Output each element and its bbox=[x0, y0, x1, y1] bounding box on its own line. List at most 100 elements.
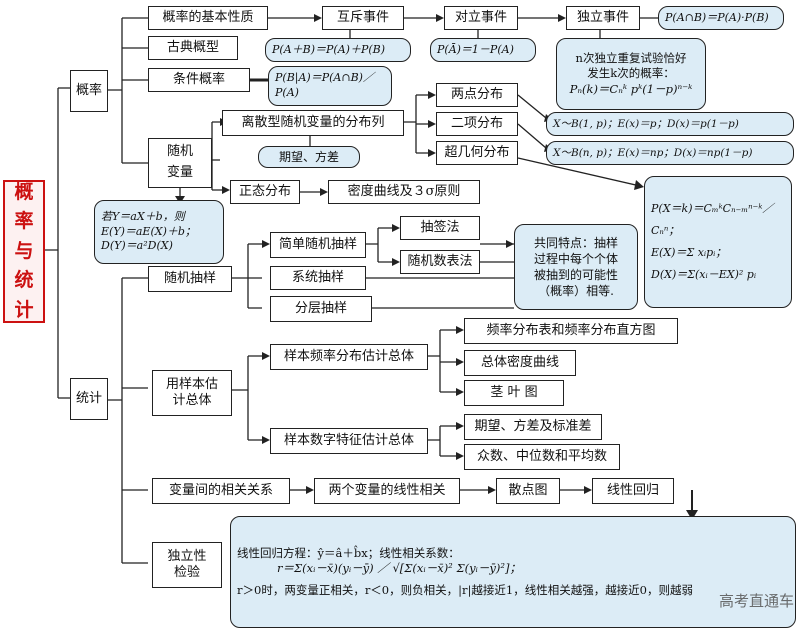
node-statistics: 统计 bbox=[70, 378, 108, 420]
common-feature-line-2: 过程中每个个体 bbox=[533, 251, 618, 266]
node-density-curve: 密度曲线及３σ原则 bbox=[328, 180, 480, 204]
formula-hyper-line-3: D(X)＝Σ(xᵢ－EX)² pᵢ bbox=[651, 268, 757, 281]
formula-independent: P(A∩B)＝P(A)·P(B) bbox=[658, 6, 784, 30]
node-normal-label: 正态分布 bbox=[238, 184, 291, 200]
node-random-number-table-label: 随机数表法 bbox=[407, 254, 473, 270]
node-stratified-label: 分层抽样 bbox=[294, 301, 347, 317]
node-random-sampling-label: 随机抽样 bbox=[163, 271, 216, 287]
node-two-point-distribution: 两点分布 bbox=[436, 83, 518, 107]
node-opposite-events-label: 对立事件 bbox=[454, 10, 507, 26]
node-opposite-events: 对立事件 bbox=[444, 6, 518, 30]
node-independent-events-label: 独立事件 bbox=[576, 10, 629, 26]
node-density-curve-total-label: 总体密度曲线 bbox=[480, 355, 559, 371]
node-independent-events: 独立事件 bbox=[566, 6, 640, 30]
node-frequency-table-label: 频率分布表和频率分布直方图 bbox=[486, 323, 656, 339]
formula-n-repeated-trials: n次独立重复试验恰好 发生k次的概率： Pₙ(k)＝Cₙᵏ pᵏ(1－p)ⁿ⁻ᵏ bbox=[556, 38, 706, 110]
formula-two-point: X～B(1, p)；E(x)＝p；D(x)＝p(1－p) bbox=[546, 112, 794, 136]
node-scatter-plot: 散点图 bbox=[496, 478, 560, 504]
n-repeated-line-1: n次独立重复试验恰好 bbox=[575, 50, 687, 65]
common-feature-line-1: 共同特点：抽样 bbox=[533, 235, 618, 250]
formula-binomial: X～B(n, p)；E(x)＝np；D(x)＝np(1－p) bbox=[546, 141, 794, 165]
node-evs: 期望、方差及标准差 bbox=[464, 414, 602, 440]
node-numeric-features: 样本数字特征估计总体 bbox=[270, 428, 428, 454]
formula-linear-line-3: D(Y)＝a²D(X) bbox=[101, 239, 173, 253]
node-sample-estimate-line-1: 用样本估 bbox=[165, 377, 218, 393]
node-systematic-sampling: 系统抽样 bbox=[270, 266, 366, 290]
node-stem-leaf: 茎 叶 图 bbox=[464, 380, 564, 406]
node-scatter-plot-label: 散点图 bbox=[508, 483, 548, 499]
node-independence-line-2: 检验 bbox=[173, 565, 200, 580]
node-basic-properties: 概率的基本性质 bbox=[148, 6, 268, 30]
node-hypergeometric-distribution: 超几何分布 bbox=[436, 141, 518, 165]
node-expectation-variance: 期望、方差 bbox=[258, 146, 360, 168]
node-simple-random-sampling-label: 简单随机抽样 bbox=[278, 237, 357, 253]
node-density-curve-label: 密度曲线及３σ原则 bbox=[347, 184, 461, 200]
node-random-variable: 随机变量 bbox=[148, 138, 212, 188]
node-classical-model: 古典概型 bbox=[148, 36, 238, 60]
formula-hyper-line-1: P(X＝k)＝CₘᵏCₙ₋ₘⁿ⁻ᵏ／Cₙⁿ； bbox=[651, 202, 774, 237]
node-linear-regression-label: 线性回归 bbox=[606, 483, 659, 499]
node-random-sampling: 随机抽样 bbox=[148, 266, 232, 292]
formula-conditional: P(B|A)＝P(A∩B)／P(A) bbox=[268, 66, 392, 106]
node-sample-estimate-line-2: 计总体 bbox=[172, 393, 212, 408]
node-random-variable-label: 随机变量 bbox=[166, 144, 193, 180]
common-feature-line-3: 被抽到的可能性 bbox=[533, 268, 618, 282]
node-sample-estimate: 用样本估 计总体 bbox=[152, 370, 232, 416]
node-conditional-probability: 条件概率 bbox=[148, 68, 250, 92]
formula-two-point-text: X～B(1, p)；E(x)＝p；D(x)＝p(1－p) bbox=[553, 117, 739, 130]
root-char-5: 计 bbox=[14, 298, 34, 321]
node-correlation: 变量间的相关关系 bbox=[152, 478, 290, 504]
note-common-feature: 共同特点：抽样 过程中每个个体 被抽到的可能性 （概率）相等. bbox=[514, 224, 638, 310]
node-correlation-label: 变量间的相关关系 bbox=[168, 483, 273, 499]
formula-conditional-text: P(B|A)＝P(A∩B)／P(A) bbox=[275, 71, 374, 99]
node-stratified-sampling: 分层抽样 bbox=[270, 296, 372, 322]
node-two-point-label: 两点分布 bbox=[450, 87, 503, 103]
node-classical-model-label: 古典概型 bbox=[166, 40, 219, 56]
formula-binomial-text: X～B(n, p)；E(x)＝np；D(x)＝np(1－p) bbox=[553, 146, 753, 159]
node-two-variable-linear-label: 两个变量的线性相关 bbox=[328, 483, 446, 499]
formula-regression: 线性回归方程：ŷ＝â＋b̂x；线性相关系数： r＝Σ(xᵢ－x̄)(yᵢ－ȳ) … bbox=[230, 516, 796, 628]
root-char-3: 与 bbox=[14, 239, 34, 262]
node-probability: 概率 bbox=[70, 70, 108, 112]
formula-linear-line-2: E(Y)＝aE(X)＋b； bbox=[101, 224, 196, 238]
n-repeated-line-2: 发生k次的概率： bbox=[587, 66, 675, 81]
formula-opposite: P(Ā)＝1－P(A) bbox=[430, 38, 536, 62]
formula-opposite-text: P(Ā)＝1－P(A) bbox=[437, 42, 514, 56]
node-hypergeometric-label: 超几何分布 bbox=[444, 145, 510, 161]
node-binomial-label: 二项分布 bbox=[450, 116, 503, 132]
node-probability-label: 概率 bbox=[75, 83, 102, 99]
node-expectation-variance-label: 期望、方差 bbox=[278, 149, 339, 164]
node-normal-distribution: 正态分布 bbox=[230, 180, 300, 204]
node-mutex-events: 互斥事件 bbox=[322, 6, 404, 30]
root-char-4: 统 bbox=[14, 269, 34, 292]
node-frequency-distribution-label: 样本频率分布估计总体 bbox=[283, 349, 414, 365]
watermark: 高考直通车 bbox=[718, 592, 794, 610]
node-two-variable-linear: 两个变量的线性相关 bbox=[314, 478, 460, 504]
regression-line-2: r＝Σ(xᵢ－x̄)(yᵢ－ȳ) ／ √[Σ(xᵢ－x̄)² Σ(yᵢ－ȳ)²]… bbox=[277, 561, 521, 576]
node-mutex-events-label: 互斥事件 bbox=[336, 10, 389, 26]
node-frequency-table: 频率分布表和频率分布直方图 bbox=[464, 318, 678, 344]
node-basic-properties-label: 概率的基本性质 bbox=[162, 10, 254, 26]
formula-independent-text: P(A∩B)＝P(A)·P(B) bbox=[665, 10, 769, 24]
formula-linear-transform: 若Y＝aX＋b，则 E(Y)＝aE(X)＋b； D(Y)＝a²D(X) bbox=[94, 200, 224, 264]
node-mode-median-mean-label: 众数、中位数和平均数 bbox=[476, 449, 607, 465]
node-stem-leaf-label: 茎 叶 图 bbox=[490, 385, 538, 401]
formula-mutex-text: P(A＋B)＝P(A)＋P(B) bbox=[272, 42, 386, 56]
node-evs-label: 期望、方差及标准差 bbox=[474, 419, 592, 435]
node-independence-line-1: 独立性 bbox=[167, 549, 207, 565]
node-lottery-label: 抽签法 bbox=[420, 220, 460, 236]
node-conditional-probability-label: 条件概率 bbox=[172, 72, 225, 88]
node-lottery-method: 抽签法 bbox=[400, 216, 480, 240]
node-independence-test: 独立性 检验 bbox=[152, 542, 222, 588]
n-repeated-line-3: Pₙ(k)＝Cₙᵏ pᵏ(1－p)ⁿ⁻ᵏ bbox=[569, 81, 693, 96]
node-frequency-distribution: 样本频率分布估计总体 bbox=[270, 344, 428, 370]
node-numeric-features-label: 样本数字特征估计总体 bbox=[283, 433, 414, 449]
node-binomial-distribution: 二项分布 bbox=[436, 112, 518, 136]
formula-linear-line-1: 若Y＝aX＋b，则 bbox=[101, 209, 185, 223]
root-char-2: 率 bbox=[14, 210, 34, 233]
common-feature-line-4: （概率）相等. bbox=[538, 284, 614, 299]
node-density-curve-total: 总体密度曲线 bbox=[464, 350, 576, 376]
root-title: 概 率 与 统 计 bbox=[3, 180, 45, 323]
node-statistics-label: 统计 bbox=[75, 391, 102, 407]
